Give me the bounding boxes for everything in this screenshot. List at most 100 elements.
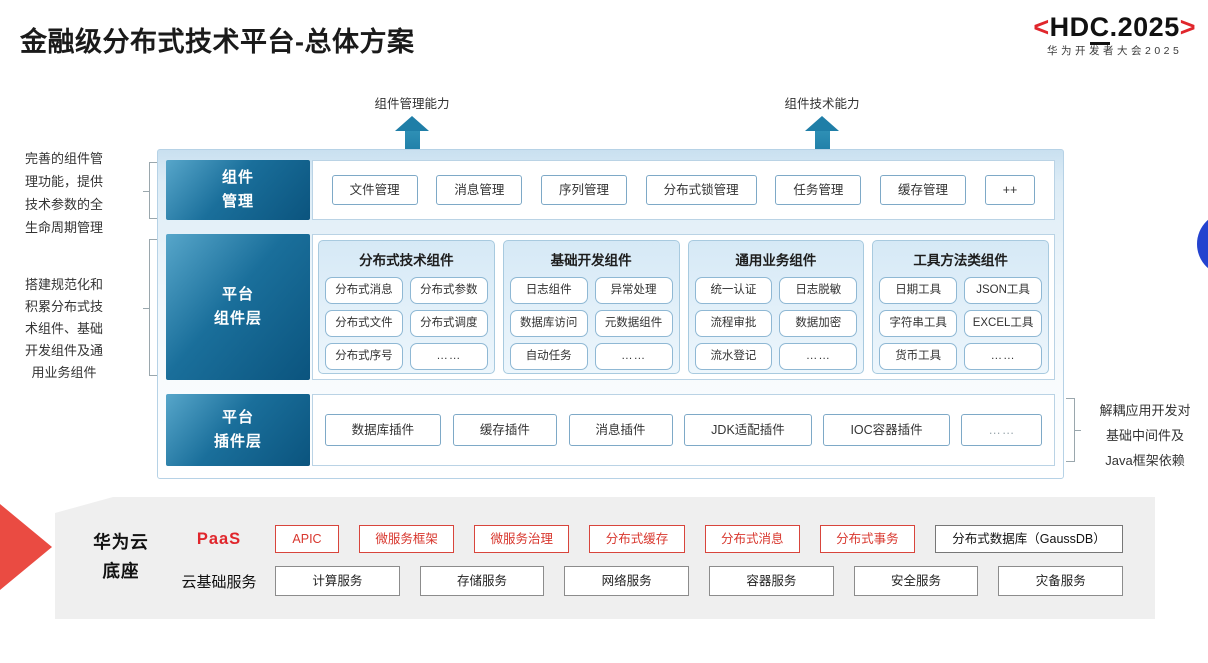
mgmt-item: 分布式锁管理 xyxy=(645,175,757,205)
platform-component-groups: 分布式技术组件 分布式消息 分布式参数 分布式文件 分布式调度 分布式序号 ……… xyxy=(312,234,1055,380)
layer-label-line: 平台 xyxy=(221,409,254,426)
logo-left-angle-icon: < xyxy=(1033,12,1050,42)
capability-arrow-management: 组件管理能力 xyxy=(347,93,477,153)
blue-circle-decoration xyxy=(1197,212,1208,276)
layer-label-platform-plugins: 平台 插件层 xyxy=(166,394,310,466)
group-title: 工具方法类组件 xyxy=(913,253,1008,268)
paas-item: 微服务框架 xyxy=(359,525,455,553)
group-grid: 日期工具 JSON工具 字符串工具 EXCEL工具 货币工具 …… xyxy=(879,277,1042,370)
group-item: 统一认证 xyxy=(694,277,773,304)
iaas-item: 安全服务 xyxy=(853,566,979,596)
bracket-right-row3 xyxy=(1066,398,1081,462)
mgmt-item: 缓存管理 xyxy=(880,175,967,205)
group-item: 字符串工具 xyxy=(879,310,958,337)
group-item-more: …… xyxy=(409,343,488,370)
mgmt-item: 序列管理 xyxy=(541,175,628,205)
layer-label-line: 组件层 xyxy=(213,310,262,327)
layer-label-component-management: 组件 管理 xyxy=(166,160,310,220)
group-item: 分布式序号 xyxy=(325,343,403,370)
iaas-item: 存储服务 xyxy=(419,566,545,596)
mgmt-item: 任务管理 xyxy=(775,175,862,205)
up-arrow-stem xyxy=(814,131,830,153)
left-note-components: 搭建规范化和积累分布式技术组件、基础开发组件及通用业务组件 xyxy=(24,277,103,380)
logo-right-angle-icon: > xyxy=(1179,12,1196,42)
paas-row: PaaS APIC 微服务框架 微服务治理 分布式缓存 分布式消息 分布式事务 … xyxy=(171,523,1124,555)
capability-arrow-technology: 组件技术能力 xyxy=(757,93,887,153)
foundation-rows: PaaS APIC 微服务框架 微服务治理 分布式缓存 分布式消息 分布式事务 … xyxy=(171,523,1124,597)
right-note-decouple: 解耦应用开发对基础中间件及Java框架依赖 xyxy=(1099,403,1191,468)
foundation-label-line: 底座 xyxy=(102,561,140,581)
iaas-item: 网络服务 xyxy=(564,566,690,596)
plugin-item: 数据库插件 xyxy=(324,414,442,446)
plugin-item: JDK适配插件 xyxy=(684,414,812,446)
paas-item: 分布式缓存 xyxy=(589,525,685,553)
up-arrow-icon xyxy=(395,116,429,131)
capability-arrow-label: 组件管理能力 xyxy=(374,97,450,111)
mgmt-item: 文件管理 xyxy=(331,175,418,205)
layer-label-line: 平台 xyxy=(221,286,254,303)
logo-year: .2025 xyxy=(1109,12,1180,42)
group-item: 流程审批 xyxy=(694,310,773,337)
hdc-logo-text: <HDC.2025> xyxy=(1033,12,1196,45)
page-title: 金融级分布式技术平台-总体方案 xyxy=(20,27,415,57)
plugin-item: 消息插件 xyxy=(568,414,673,446)
plugin-item: IOC容器插件 xyxy=(823,414,950,446)
group-title: 分布式技术组件 xyxy=(359,253,454,268)
layer-label-line: 组件 xyxy=(221,169,254,186)
group-item: 日志脱敏 xyxy=(779,277,858,304)
group-item: 异常处理 xyxy=(594,277,673,304)
up-arrow-icon xyxy=(805,116,839,131)
paas-item: 分布式消息 xyxy=(704,525,800,553)
up-arrow-stem xyxy=(404,131,420,153)
group-item: 分布式消息 xyxy=(325,277,403,304)
group-item-more: …… xyxy=(964,343,1042,370)
group-item-more: …… xyxy=(594,343,673,370)
group-item: 数据库访问 xyxy=(509,310,588,337)
layer-platform-components: 平台 组件层 分布式技术组件 分布式消息 分布式参数 分布式文件 分布式调度 分… xyxy=(166,234,1055,380)
group-item: 日期工具 xyxy=(879,277,958,304)
iaas-item: 灾备服务 xyxy=(998,566,1124,596)
group-title: 通用业务组件 xyxy=(735,253,817,268)
platform-diagram-container: 组件 管理 文件管理 消息管理 序列管理 分布式锁管理 任务管理 缓存管理 ++… xyxy=(157,149,1064,479)
group-item: 分布式参数 xyxy=(409,277,488,304)
group-tool-methods: 工具方法类组件 日期工具 JSON工具 字符串工具 EXCEL工具 货币工具 …… xyxy=(872,240,1049,374)
bracket-left-row2 xyxy=(143,239,158,376)
group-item: 分布式文件 xyxy=(325,310,403,337)
bracket-left-row1 xyxy=(143,162,158,219)
iaas-boxes: 计算服务 存储服务 网络服务 容器服务 安全服务 灾备服务 xyxy=(275,566,1124,596)
layer-component-management: 组件 管理 文件管理 消息管理 序列管理 分布式锁管理 任务管理 缓存管理 ++ xyxy=(166,160,1055,220)
mgmt-item: 消息管理 xyxy=(436,175,523,205)
left-note-management: 完善的组件管理功能，提供技术参数的全生命周期管理 xyxy=(24,151,103,235)
logo-c-underlined: C xyxy=(1089,12,1110,45)
group-item-more: …… xyxy=(779,343,858,370)
paas-boxes: APIC 微服务框架 微服务治理 分布式缓存 分布式消息 分布式事务 分布式数据… xyxy=(275,525,1124,553)
group-item: JSON工具 xyxy=(964,277,1042,304)
platform-plugin-items: 数据库插件 缓存插件 消息插件 JDK适配插件 IOC容器插件 …… xyxy=(312,394,1055,466)
capability-arrow-label: 组件技术能力 xyxy=(784,97,860,111)
group-item: 数据加密 xyxy=(779,310,858,337)
foundation-label: 华为云 底座 xyxy=(71,528,171,586)
paas-item-gaussdb: 分布式数据库（GaussDB） xyxy=(935,525,1124,553)
layer-label-line: 管理 xyxy=(221,193,254,210)
hdc-logo-subtitle: 华为开发者大会2025 xyxy=(1047,45,1183,57)
paas-item: 分布式事务 xyxy=(819,525,916,553)
group-basic-dev: 基础开发组件 日志组件 异常处理 数据库访问 元数据组件 自动任务 …… xyxy=(502,240,680,374)
paas-item: APIC xyxy=(275,525,339,553)
group-item: 日志组件 xyxy=(509,277,588,304)
plugin-item: 缓存插件 xyxy=(452,414,557,446)
foundation-label-line: 华为云 xyxy=(93,532,149,552)
iaas-row: 云基础服务 计算服务 存储服务 网络服务 容器服务 安全服务 灾备服务 xyxy=(171,565,1124,597)
iaas-row-label: 云基础服务 xyxy=(181,573,257,591)
paas-item: 微服务治理 xyxy=(474,525,570,553)
layer-label-platform-components: 平台 组件层 xyxy=(166,234,310,380)
hdc-2025-logo: <HDC.2025> 华为开发者大会2025 xyxy=(1033,12,1196,57)
layer-label-line: 插件层 xyxy=(213,433,262,450)
huawei-cloud-foundation-panel: 华为云 底座 PaaS APIC 微服务框架 微服务治理 分布式缓存 分布式消息… xyxy=(55,497,1155,619)
plugin-item-more: …… xyxy=(961,414,1043,446)
group-item: 分布式调度 xyxy=(409,310,488,337)
group-distributed-tech: 分布式技术组件 分布式消息 分布式参数 分布式文件 分布式调度 分布式序号 …… xyxy=(318,240,495,374)
component-management-items: 文件管理 消息管理 序列管理 分布式锁管理 任务管理 缓存管理 ++ xyxy=(312,160,1055,220)
group-item: 流水登记 xyxy=(694,343,773,370)
group-item: 元数据组件 xyxy=(594,310,673,337)
layer-platform-plugins: 平台 插件层 数据库插件 缓存插件 消息插件 JDK适配插件 IOC容器插件 …… xyxy=(166,394,1055,466)
